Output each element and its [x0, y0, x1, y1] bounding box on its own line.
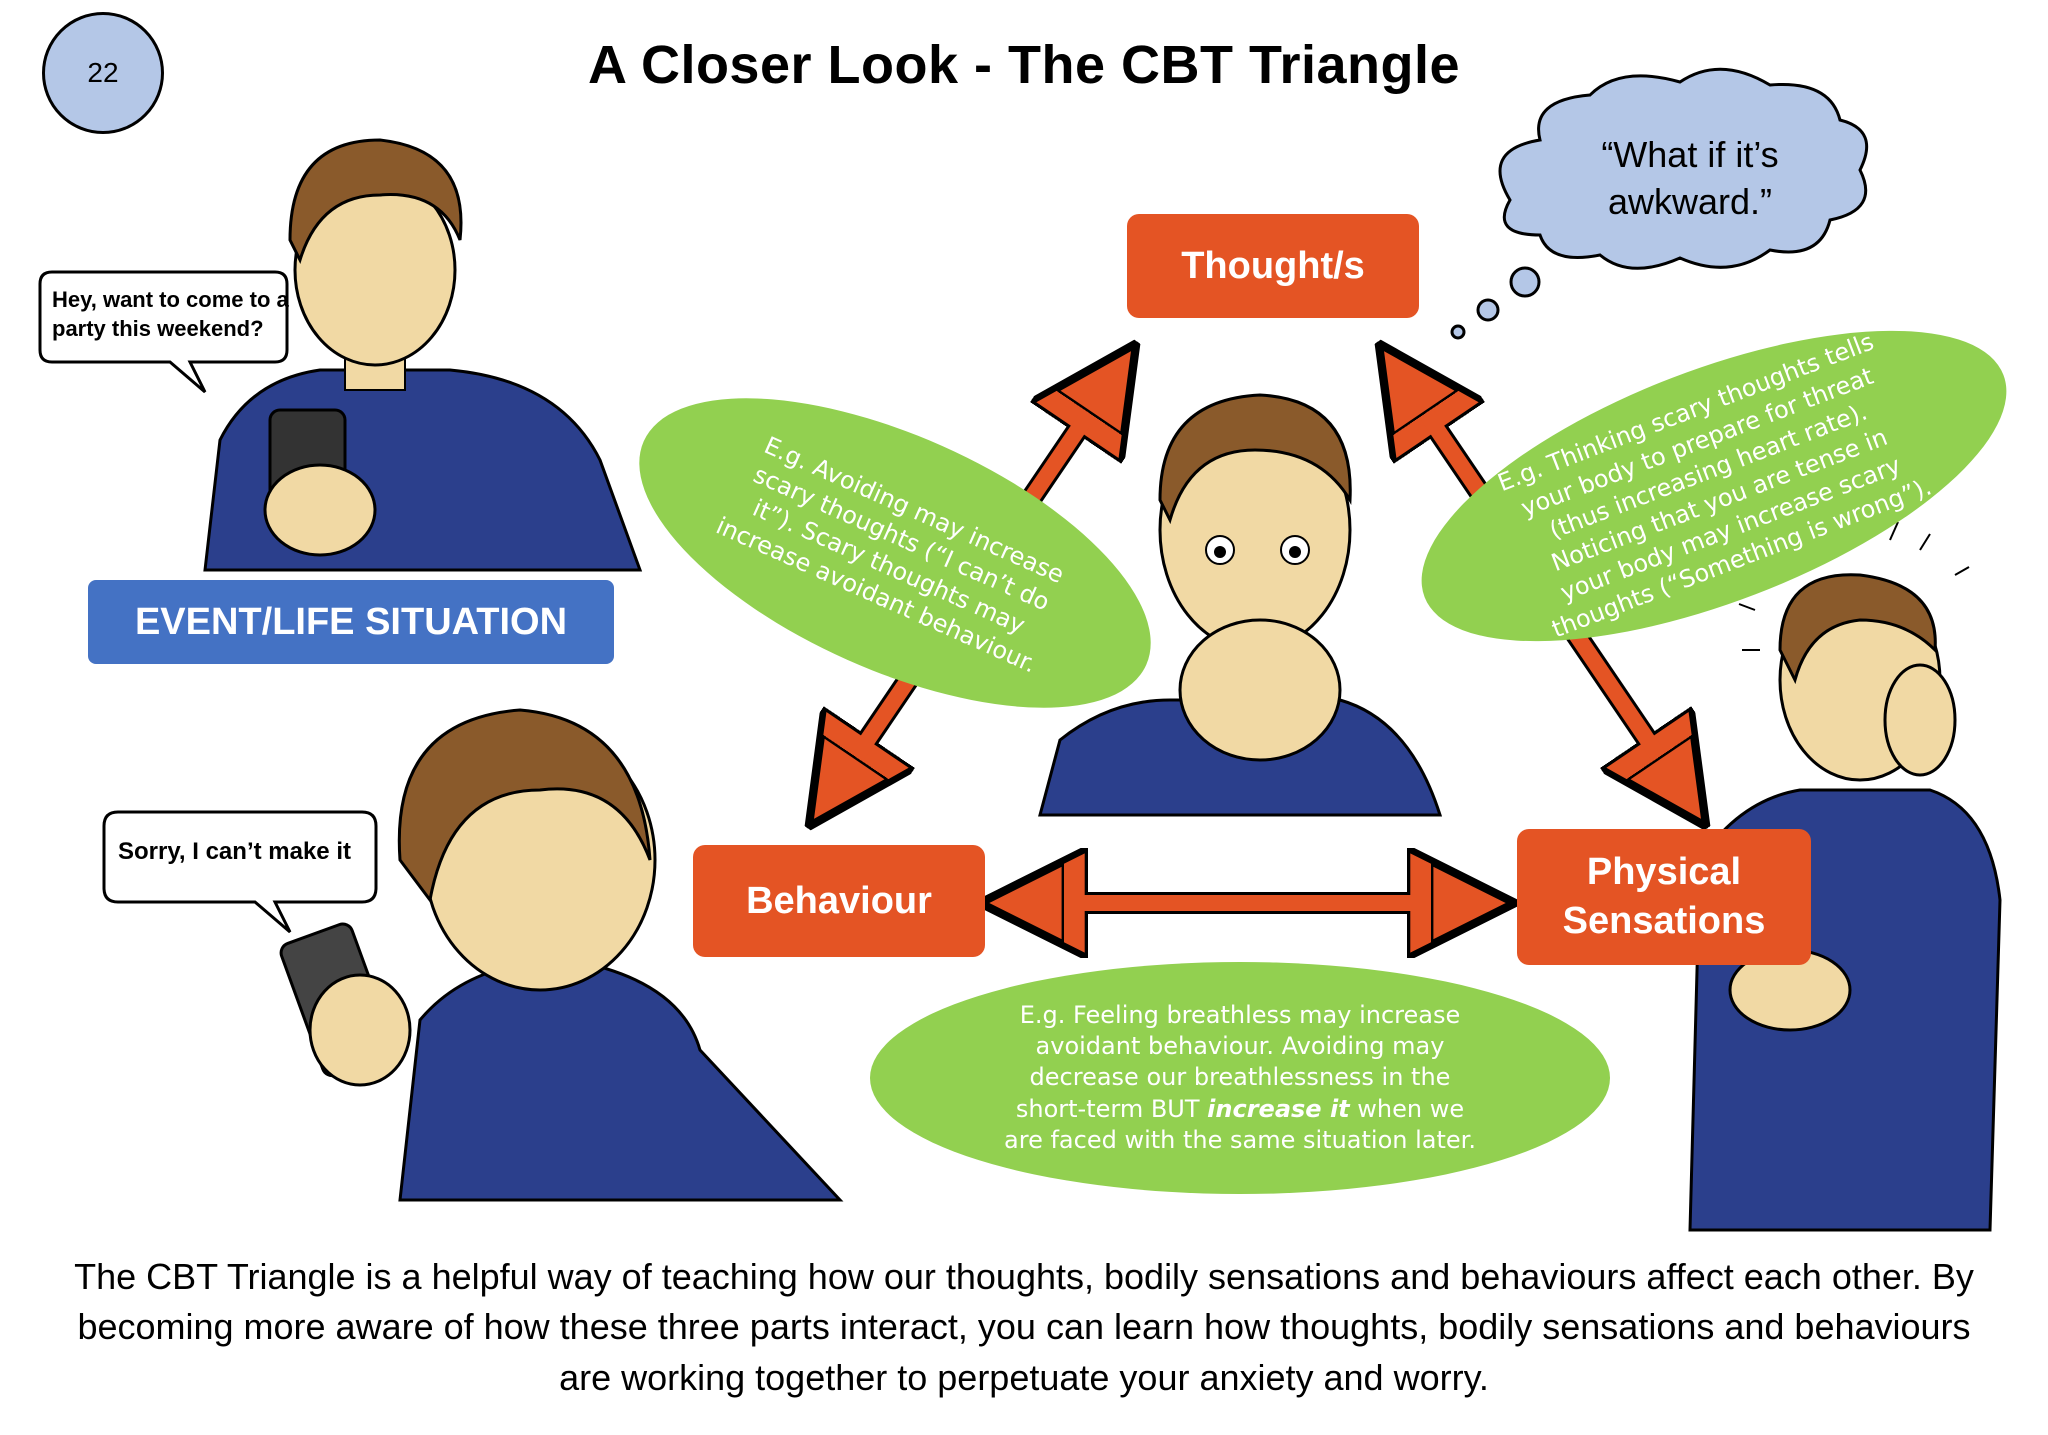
node-behaviour: Behaviour [693, 845, 985, 957]
node-behaviour-label: Behaviour [746, 879, 932, 922]
speech-bubble-decline [102, 810, 378, 934]
figure-man-reading-phone [203, 138, 643, 572]
thought-cloud-text: “What if it’s awkward.” [1601, 134, 1779, 222]
figure-man-texting-back [279, 708, 844, 1202]
thought-cloud [1450, 67, 1869, 340]
oval-bp-text-post: when we are faced with the same situatio… [1004, 1094, 1476, 1154]
page-title: A Closer Look - The CBT Triangle [587, 35, 1461, 95]
page-number: 22 [87, 57, 119, 88]
speech-text-decline: Sorry, I can’t make it [118, 838, 351, 865]
speech-text-invite: Hey, want to come to a party this weeken… [52, 287, 289, 341]
node-physical-label: Physical Sensations [1562, 851, 1766, 942]
node-physical-sensations: Physical Sensations [1517, 829, 1811, 965]
figure-man-sweating-right [1688, 521, 2002, 1232]
oval-bp-text-pre: E.g. Feeling breathless may increase avo… [1015, 1001, 1461, 1123]
node-thoughts-label: Thought/s [1181, 244, 1365, 287]
oval-behaviour-physical-text: E.g. Feeling breathless may increase avo… [1004, 1000, 1476, 1156]
node-event-life-situation: EVENT/LIFE SITUATION [88, 580, 614, 664]
speech-bubble-invite [38, 270, 289, 394]
node-event-label: EVENT/LIFE SITUATION [134, 600, 568, 643]
page-number-badge: 22 [42, 12, 164, 134]
node-thoughts: Thought/s [1127, 214, 1419, 318]
oval-behaviour-physical: E.g. Feeling breathless may increase avo… [870, 962, 1610, 1194]
footer-description: The CBT Triangle is a helpful way of tea… [74, 1256, 1974, 1398]
oval-bp-text-emphasis: increase it [1207, 1094, 1350, 1123]
